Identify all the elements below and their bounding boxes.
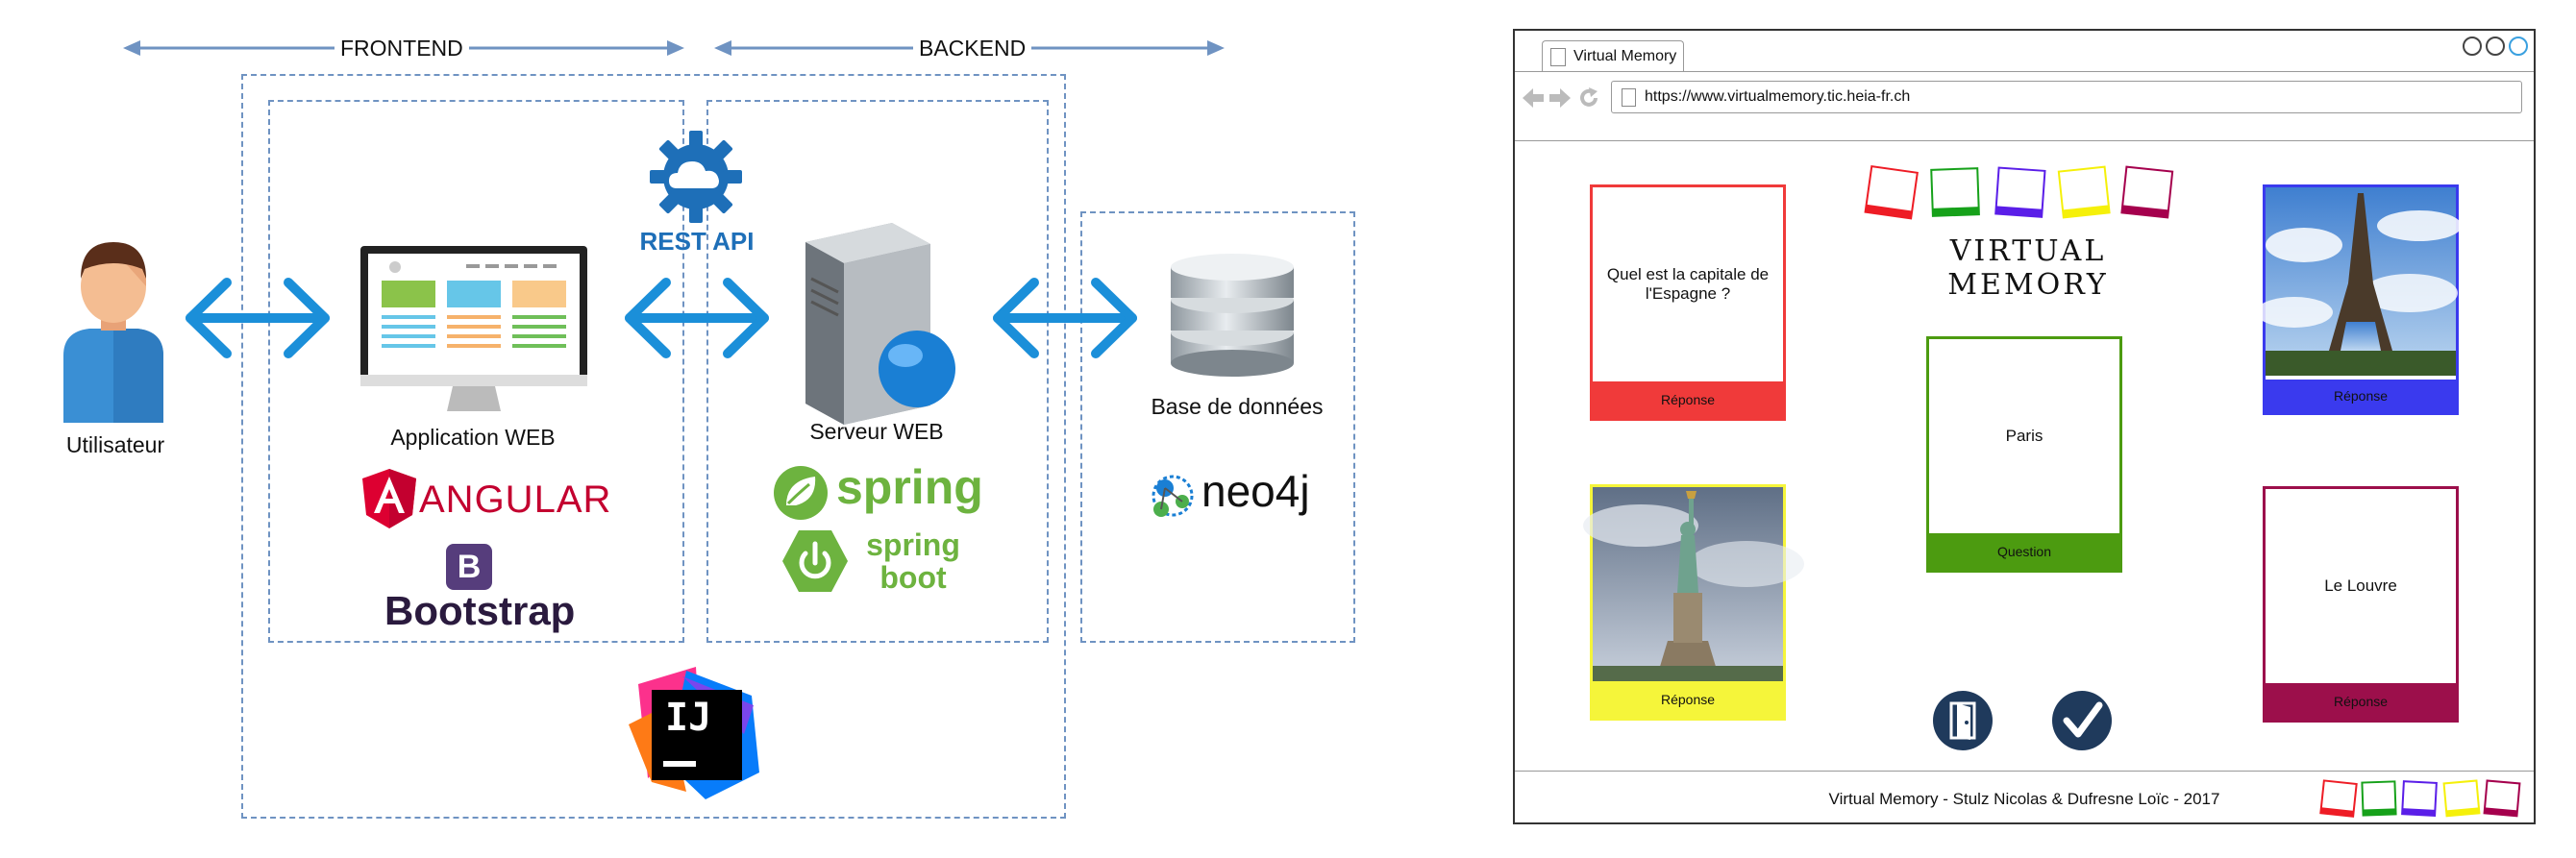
card-answer-text: Le Louvre bbox=[2324, 576, 2397, 595]
card-bottom-left[interactable]: Réponse bbox=[1583, 484, 1804, 721]
validate-checkmark-button[interactable] bbox=[2051, 690, 2113, 751]
database-icon bbox=[1171, 254, 1294, 377]
frontend-box bbox=[268, 100, 684, 643]
spring-leaf-icon bbox=[774, 466, 828, 520]
footer-credits: Virtual Memory - Stulz Nicolas & Dufresn… bbox=[1828, 790, 2220, 808]
card-footer: Réponse bbox=[1593, 681, 1783, 718]
user-icon bbox=[63, 242, 163, 423]
tab-title: Virtual Memory bbox=[1573, 48, 1677, 64]
forward-arrow-icon[interactable] bbox=[1549, 88, 1571, 108]
toolbar-separator bbox=[1515, 140, 2534, 141]
card-bottom-right[interactable]: Le Louvre Réponse bbox=[2263, 486, 2459, 723]
intellij-idea-icon bbox=[629, 667, 759, 799]
virtual-memory-logo-text: VIRTUAL MEMORY bbox=[1947, 234, 2109, 302]
card-footer: Réponse bbox=[2266, 380, 2456, 412]
back-arrow-icon[interactable] bbox=[1523, 88, 1544, 108]
server-db-arrow bbox=[993, 278, 1137, 358]
backend-box bbox=[706, 100, 1049, 643]
window-close-button[interactable] bbox=[2509, 37, 2528, 56]
card-center[interactable]: Paris Question bbox=[1926, 336, 2122, 573]
bootstrap-icon: B bbox=[446, 544, 492, 590]
card-top-left[interactable]: Quel est la capitale de l'Espagne ? Répo… bbox=[1590, 184, 1786, 421]
document-icon bbox=[1550, 48, 1566, 66]
exit-door-button[interactable] bbox=[1932, 690, 1994, 751]
address-bar-url: https://www.virtualmemory.tic.heia-fr.ch bbox=[1645, 88, 1911, 105]
footer-separator bbox=[1515, 771, 2534, 772]
spring-boot-power-icon bbox=[782, 530, 848, 592]
monitor-icon bbox=[360, 246, 587, 411]
tab-bar: Virtual Memory bbox=[1515, 31, 2534, 71]
card-answer-text: Paris bbox=[2005, 427, 2043, 445]
neo4j-graph-icon bbox=[1152, 475, 1194, 517]
intellij-logo-text: IJ bbox=[665, 696, 712, 740]
spring-boot-logo-text: spring boot bbox=[866, 527, 960, 595]
page-icon bbox=[1622, 88, 1636, 107]
app-web-label: Application WEB bbox=[390, 425, 556, 450]
bootstrap-logo-text: Bootstrap bbox=[384, 588, 576, 633]
browser-mockup-window: Virtual Memory https://www.virtualmemory… bbox=[1513, 29, 2536, 824]
card-footer: Question bbox=[1929, 533, 2119, 570]
footer-logo-cards bbox=[2319, 779, 2521, 818]
server-label: Serveur WEB bbox=[809, 419, 944, 444]
card-footer: Réponse bbox=[2266, 683, 2456, 720]
refresh-icon[interactable] bbox=[1578, 87, 1599, 109]
app-server-arrow bbox=[625, 278, 769, 358]
spring-logo-text: spring bbox=[836, 460, 983, 514]
application-boundary bbox=[241, 74, 1066, 819]
window-minimize-button[interactable] bbox=[2463, 37, 2482, 56]
server-icon bbox=[805, 223, 955, 425]
database-box bbox=[1080, 211, 1355, 643]
backend-label: BACKEND bbox=[913, 36, 1032, 61]
card-footer: Réponse bbox=[1593, 381, 1783, 418]
window-maximize-button[interactable] bbox=[2486, 37, 2505, 56]
statue-of-liberty-image bbox=[1583, 487, 1804, 681]
card-question-text: Quel est la capitale de l'Espagne ? bbox=[1606, 265, 1770, 303]
tab-virtual-memory[interactable]: Virtual Memory bbox=[1542, 40, 1684, 71]
card-top-right[interactable]: Réponse bbox=[2256, 184, 2462, 415]
angular-shield-icon bbox=[362, 469, 416, 528]
neo4j-logo-text: neo4j bbox=[1201, 466, 1310, 516]
virtual-memory-logo-cards bbox=[1864, 165, 2174, 220]
user-app-arrow bbox=[186, 278, 330, 358]
address-bar[interactable]: https://www.virtualmemory.tic.heia-fr.ch bbox=[1611, 81, 2522, 113]
eiffel-tower-image bbox=[2256, 187, 2462, 376]
user-label: Utilisateur bbox=[65, 432, 165, 457]
rest-api-label: REST API bbox=[639, 227, 755, 256]
frontend-label: FRONTEND bbox=[334, 36, 469, 61]
rest-api-cloud-gear-icon bbox=[650, 131, 742, 223]
database-label: Base de données bbox=[1151, 394, 1324, 419]
tab-separator bbox=[1515, 71, 2534, 72]
angular-logo-text: ANGULAR bbox=[419, 478, 612, 521]
